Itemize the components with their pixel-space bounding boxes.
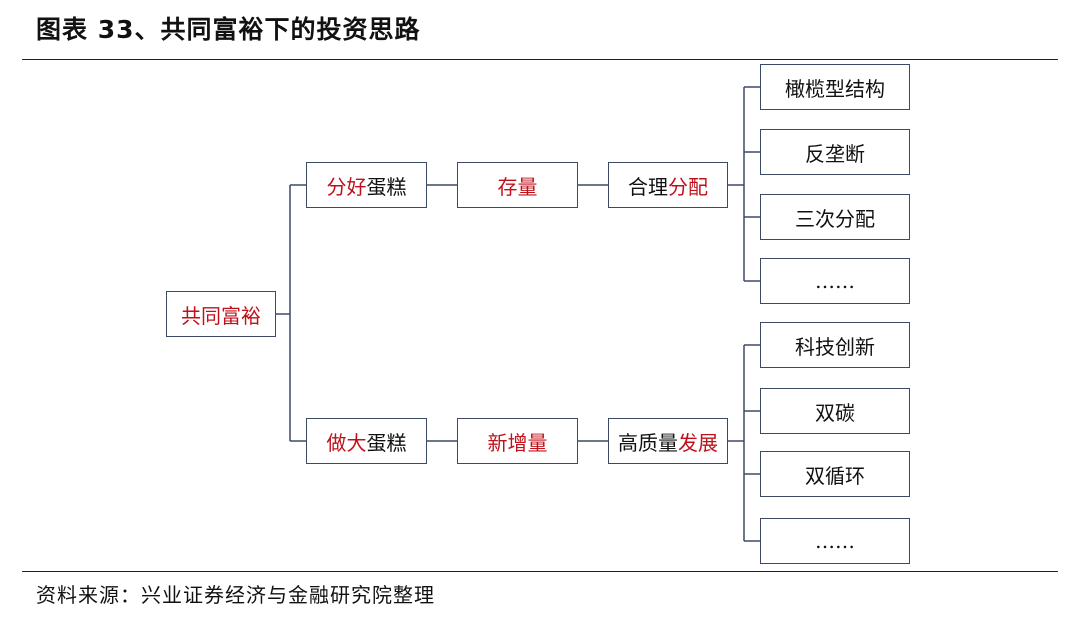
lower-item-label: 科技创新 — [795, 334, 875, 359]
lower-item-node: 双循环 — [760, 451, 910, 497]
upper-level1-node: 分好蛋糕 — [306, 162, 427, 208]
source-note: 资料来源：兴业证券经济与金融研究院整理 — [36, 583, 435, 607]
upper-item-label: 橄榄型结构 — [785, 76, 885, 101]
upper-item-label: 反垄断 — [805, 141, 865, 166]
upper-item-label: 三次分配 — [795, 206, 875, 231]
lower-item-node: …… — [760, 518, 910, 564]
upper-level3-node: 合理分配 — [608, 162, 728, 208]
lower-level3-node: 高质量发展 — [608, 418, 728, 464]
upper-level3-red: 分配 — [668, 174, 708, 199]
lower-item-label: 双碳 — [815, 400, 855, 425]
lower-level2-node: 新增量 — [457, 418, 578, 464]
lower-level1-node: 做大蛋糕 — [306, 418, 427, 464]
lower-level1-black: 蛋糕 — [366, 430, 407, 455]
upper-level2-label: 存量 — [497, 174, 538, 199]
lower-item-node: 双碳 — [760, 388, 910, 434]
root-node: 共同富裕 — [166, 291, 276, 337]
upper-item-label: …… — [815, 269, 855, 293]
upper-level1-red: 分好 — [326, 174, 367, 199]
upper-level3-black: 合理 — [628, 174, 668, 199]
upper-item-node: 橄榄型结构 — [760, 64, 910, 110]
top-divider — [22, 59, 1058, 60]
lower-level3-red: 发展 — [678, 430, 718, 455]
lower-item-node: 科技创新 — [760, 322, 910, 368]
bottom-divider — [22, 571, 1058, 572]
lower-level1-red: 做大 — [326, 430, 367, 455]
lower-level2-label: 新增量 — [487, 430, 548, 455]
lower-item-label: …… — [815, 529, 855, 553]
lower-level3-black: 高质量 — [618, 430, 678, 455]
upper-item-node: 反垄断 — [760, 129, 910, 175]
upper-level2-node: 存量 — [457, 162, 578, 208]
root-label: 共同富裕 — [181, 303, 261, 328]
figure-title: 图表 33、共同富裕下的投资思路 — [36, 15, 421, 44]
upper-item-node: …… — [760, 258, 910, 304]
lower-item-label: 双循环 — [805, 463, 865, 488]
upper-level1-black: 蛋糕 — [366, 174, 407, 199]
upper-item-node: 三次分配 — [760, 194, 910, 240]
